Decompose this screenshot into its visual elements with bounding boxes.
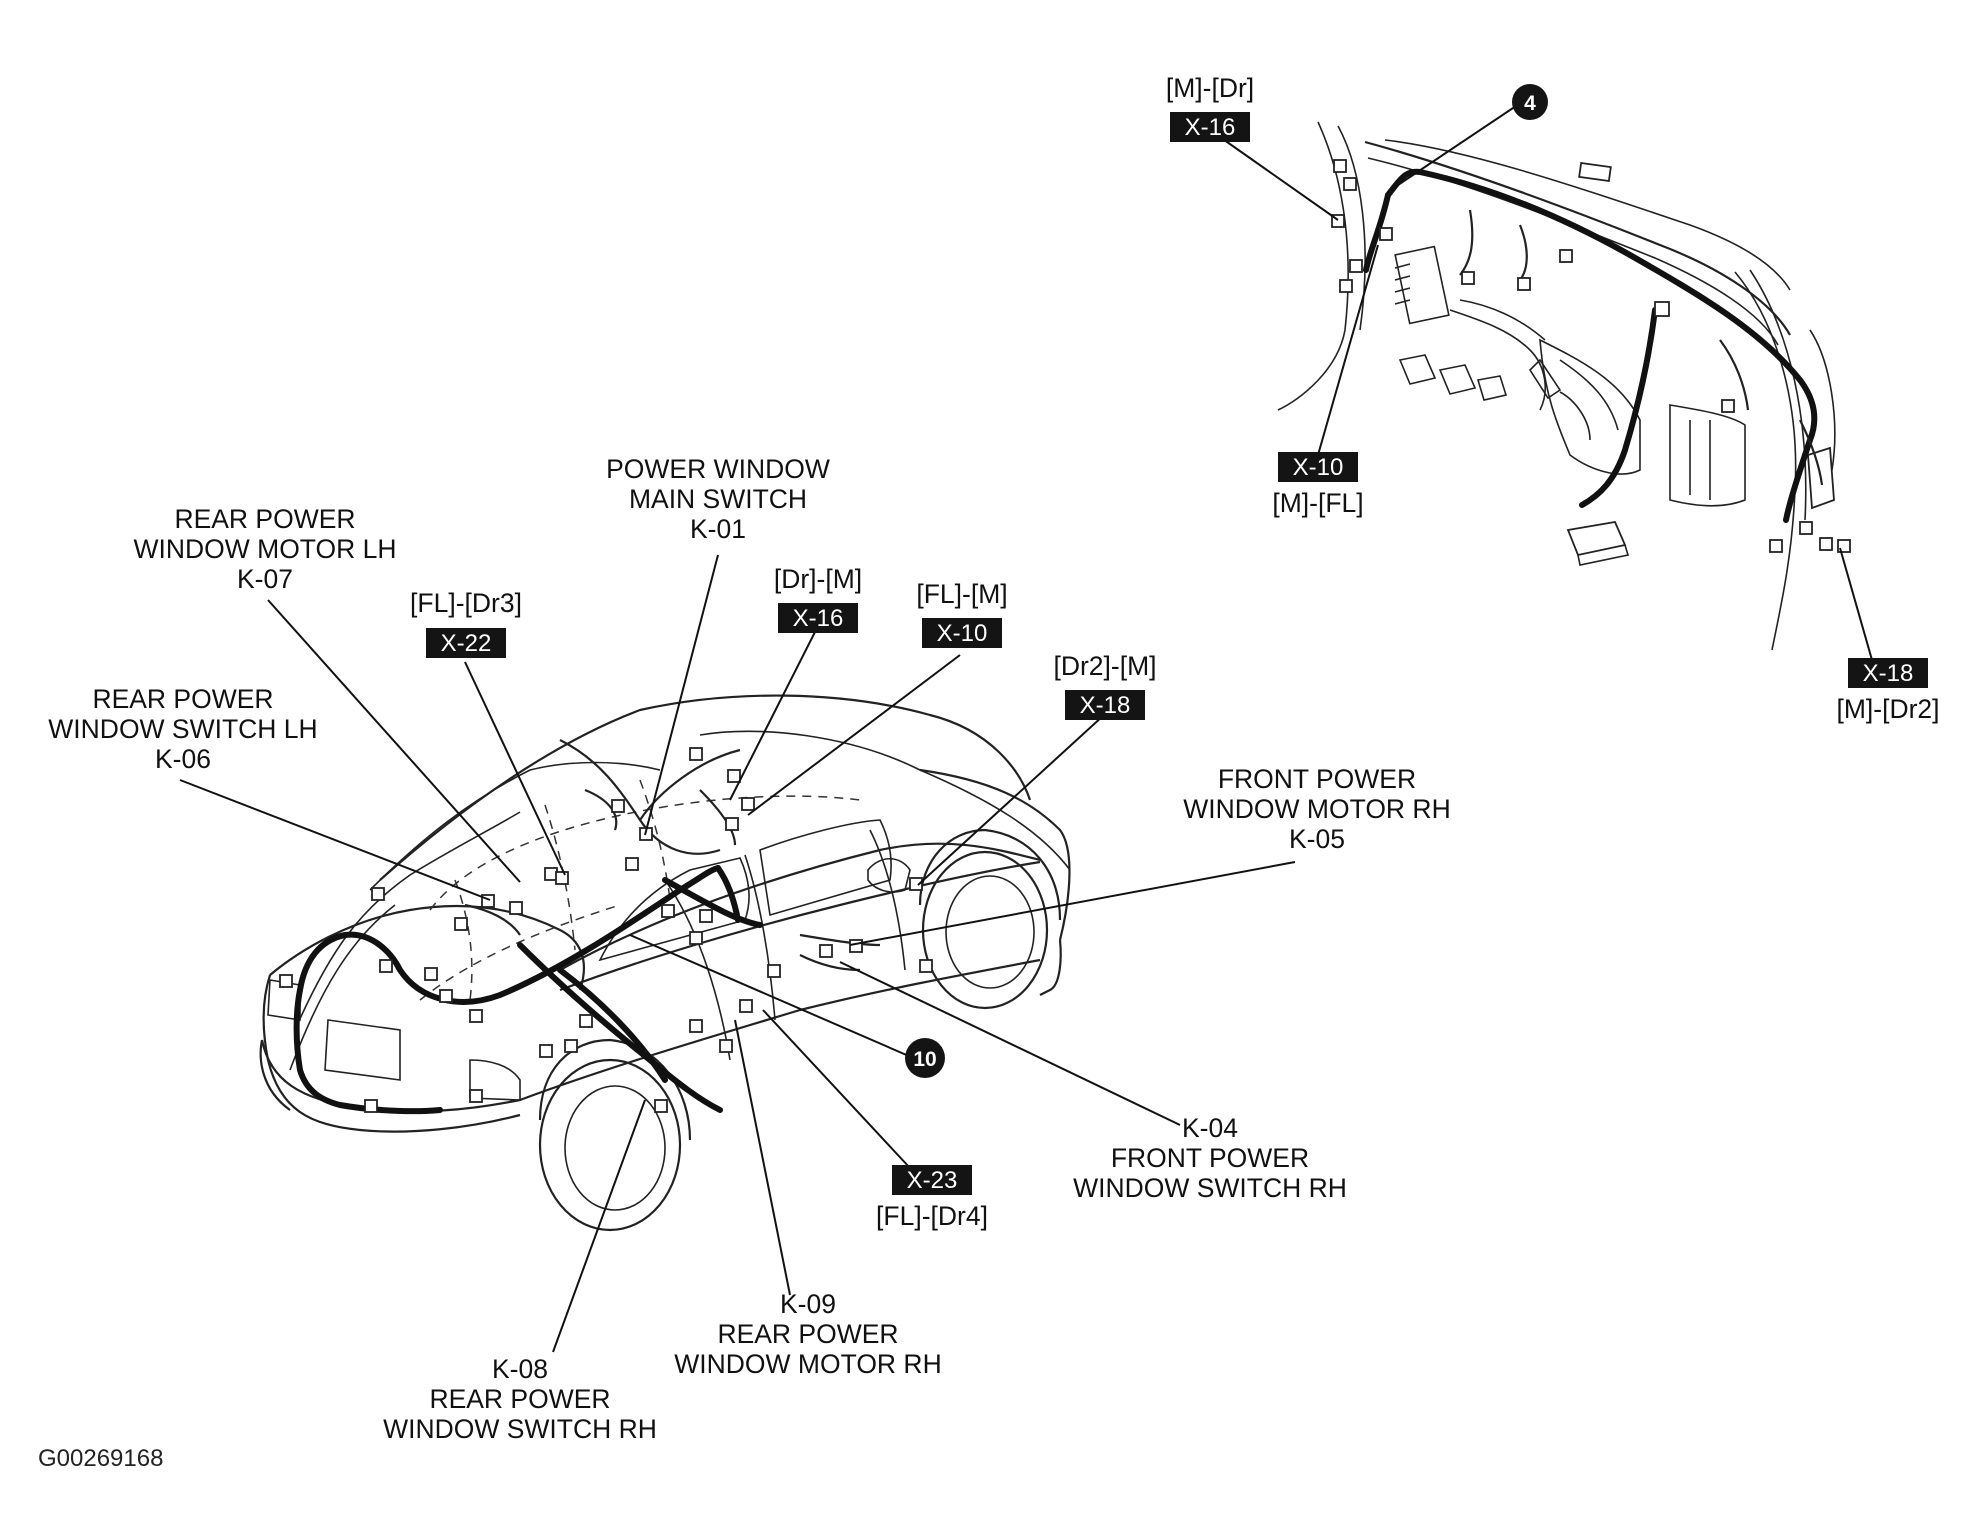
connector-x10-body-route: [FL]-[M]	[916, 579, 1007, 609]
connector-x23-code: X-23	[907, 1167, 958, 1194]
callout-labels: POWER WINDOW MAIN SWITCH K-01 REAR POWER…	[48, 454, 1450, 1444]
harness-marker-4-dot	[1512, 84, 1548, 120]
harness-marker-10-number: 10	[913, 1048, 936, 1071]
callout-rear-power-window-switch-lh-line-2: WINDOW SWITCH LH	[48, 714, 317, 744]
connector-x16-dash-route: [M]-[Dr]	[1166, 73, 1254, 103]
callout-front-power-window-switch-rh-line-2: WINDOW SWITCH RH	[1073, 1173, 1347, 1203]
connector-x23-route: [FL]-[Dr4]	[876, 1201, 988, 1231]
harness-marker-4-number: 4	[1524, 92, 1536, 115]
callout-rear-power-window-switch-lh-line-1: REAR POWER	[92, 684, 273, 714]
connector-x10-body-chip	[922, 618, 1002, 648]
dashboard-illustration	[1277, 121, 1851, 651]
connector-x10-dash-route: [M]-[FL]	[1272, 488, 1363, 518]
connector-x18-dash-code: X-18	[1863, 660, 1914, 687]
connector-x10-dash-chip	[1278, 452, 1358, 482]
connector-x16-body-code: X-16	[793, 605, 844, 632]
callout-power-window-main-switch-code: K-01	[690, 514, 746, 544]
connector-x10-body-code: X-10	[937, 620, 988, 647]
callout-rear-power-window-switch-rh-line-2: WINDOW SWITCH RH	[383, 1414, 657, 1444]
callout-front-power-window-motor-rh-code: K-05	[1289, 824, 1345, 854]
connector-x23-chip	[892, 1165, 972, 1195]
connector-x16-body-route: [Dr]-[M]	[774, 564, 862, 594]
car-illustration	[259, 694, 1071, 1232]
callout-front-power-window-motor-rh-line-1: FRONT POWER	[1218, 764, 1416, 794]
callout-rear-power-window-switch-lh-code: K-06	[155, 744, 211, 774]
harness-markers: 4 10	[905, 84, 1548, 1078]
callout-front-power-window-switch-rh-code: K-04	[1182, 1113, 1238, 1143]
connector-x22-chip	[426, 628, 506, 658]
callout-front-power-window-switch-rh-line-1: FRONT POWER	[1111, 1143, 1309, 1173]
callout-rear-power-window-motor-rh-code: K-09	[780, 1289, 836, 1319]
connector-x22-code: X-22	[441, 630, 492, 657]
connector-x18-body-route: [Dr2]-[M]	[1053, 651, 1156, 681]
harness-marker-10-dot	[905, 1038, 945, 1078]
connector-x22-route: [FL]-[Dr3]	[410, 588, 522, 618]
callout-rear-power-window-motor-rh-line-2: WINDOW MOTOR RH	[674, 1349, 941, 1379]
connector-x18-dash-route: [M]-[Dr2]	[1836, 694, 1939, 724]
callout-rear-power-window-switch-rh-line-1: REAR POWER	[429, 1384, 610, 1414]
connector-x18-dash-chip	[1848, 658, 1928, 688]
connector-chips: [M]-[Dr] X-16 X-10 [M]-[FL] X-18 [M]-[Dr…	[410, 73, 1939, 1231]
callout-rear-power-window-motor-lh-line-1: REAR POWER	[174, 504, 355, 534]
connector-x16-body-chip	[778, 603, 858, 633]
callout-front-power-window-motor-rh-line-2: WINDOW MOTOR RH	[1183, 794, 1450, 824]
connector-x18-body-chip	[1065, 690, 1145, 720]
connector-x10-dash-code: X-10	[1293, 454, 1344, 481]
leader-lines	[179, 101, 1873, 1353]
figure-id: G00269168	[38, 1445, 163, 1472]
callout-rear-power-window-motor-lh-code: K-07	[237, 564, 293, 594]
connector-x18-body-code: X-18	[1080, 692, 1131, 719]
callout-rear-power-window-motor-rh-line-1: REAR POWER	[717, 1319, 898, 1349]
connector-x16-dash-code: X-16	[1185, 114, 1236, 141]
callout-rear-power-window-motor-lh-line-2: WINDOW MOTOR LH	[133, 534, 396, 564]
callout-power-window-main-switch-line-2: MAIN SWITCH	[629, 484, 807, 514]
connector-x16-dash-chip	[1170, 112, 1250, 142]
callout-power-window-main-switch-line-1: POWER WINDOW	[606, 454, 830, 484]
callout-rear-power-window-switch-rh-code: K-08	[492, 1354, 548, 1384]
